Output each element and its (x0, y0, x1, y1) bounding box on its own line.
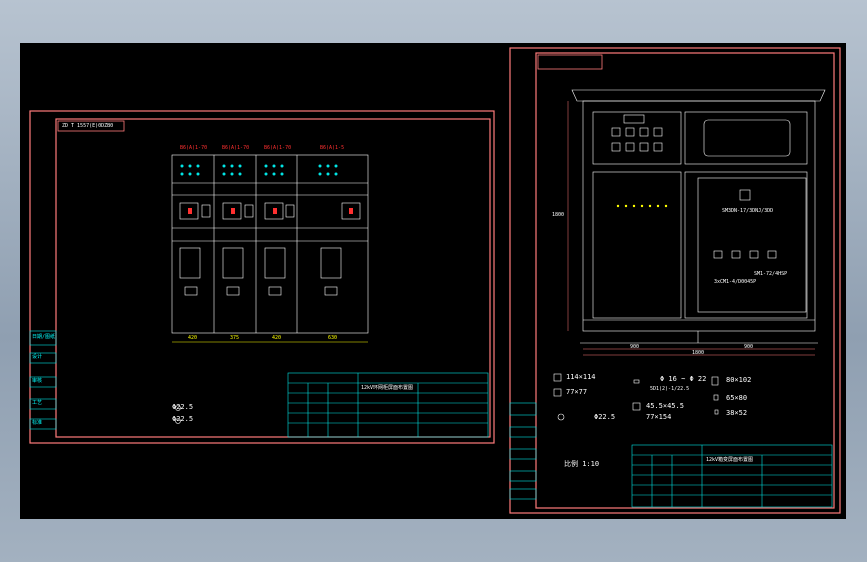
switchgear-elevation (171, 154, 369, 334)
left-strip-label-1: 日期/图纸 (32, 334, 56, 340)
switchgear-viewing-windows (172, 247, 368, 343)
cabinet-top-buttons (611, 114, 663, 152)
cubicle-tag-2: B6(A)1-70 (222, 145, 250, 151)
left-sheet (29, 110, 495, 444)
left-strip-label-3: 审核 (32, 378, 43, 384)
left-strip-label-4: 工艺 (32, 400, 43, 406)
left-sheet-title-tag (57, 120, 125, 132)
switchgear-indicator-lamps (180, 164, 338, 176)
spec-note-2: 5D1(2)-1/22.5 (650, 386, 690, 392)
meter-label-2: SM1-72/4HSP (754, 271, 788, 277)
cabinet-meters (713, 250, 777, 259)
cubicle-width-4: 630 (328, 335, 338, 341)
left-title-block-name: 12kV环网柜屏面布置图 (361, 385, 414, 391)
cutout-legend-symbols (553, 373, 719, 421)
cad-drawing-viewport[interactable]: ZD T 1557(E)0DZB0 B6(A)1-70 B6(A)1-70 B6… (20, 43, 846, 519)
cad-drawing-canvas (29, 47, 841, 514)
cubicle-tag-3: B6(A)1-70 (264, 145, 292, 151)
hole-round-label-1: Φ22.5 (172, 403, 194, 411)
cutout-label-8: Φ22.5 (594, 413, 616, 421)
cabinet-elevation (571, 89, 826, 344)
right-bottom-note: 比例 1:10 (564, 460, 600, 468)
cutout-label-6: 65×80 (726, 394, 748, 402)
cubicle-width-3: 420 (272, 335, 282, 341)
dim-height: 1800 (552, 212, 565, 218)
left-sheet-title: ZD T 1557(E)0DZB0 (62, 123, 114, 129)
right-title-block-name: 12kV箱变屏面布置图 (706, 457, 754, 463)
cabinet-dimension-lines (567, 101, 815, 356)
right-title-block (631, 444, 833, 508)
switchgear-mimic (179, 202, 361, 220)
meter-label-3: 3xCM1-4/D0045P (714, 279, 757, 285)
cutout-label-7: 38×52 (726, 409, 748, 417)
left-side-strip (29, 330, 57, 430)
hole-round-label-2: Φ22.5 (172, 415, 194, 423)
left-strip-label-5: 标准 (32, 420, 43, 426)
cutout-label-3: 45.5×45.5 (646, 402, 684, 410)
right-sheet-outer-frame (509, 47, 841, 514)
switchgear-red-handles (188, 208, 353, 214)
cutout-label-2: 77×77 (566, 388, 588, 396)
right-sheet-inner-frame (535, 52, 835, 509)
cubicle-tag-4: B6(A)1-5 (320, 145, 345, 151)
right-sheet (509, 47, 841, 514)
cutout-label-4: 77×154 (646, 413, 672, 421)
cubicle-width-1: 420 (188, 335, 198, 341)
spec-note: Φ 16 ~ Φ 22 (660, 375, 707, 383)
dim-total: 1800 (692, 350, 705, 356)
left-strip-label-2: 设计 (32, 354, 43, 360)
cutout-label-5: 80×102 (726, 376, 752, 384)
dim-bottom-2: 900 (744, 344, 754, 350)
cubicle-tag-1: B6(A)1-70 (180, 145, 208, 151)
left-sheet-outer-frame (29, 110, 495, 444)
cutout-label-1: 114×114 (566, 373, 596, 381)
dim-bottom-1: 900 (630, 344, 640, 350)
cabinet-lamps (616, 204, 668, 208)
right-sheet-title-tag (537, 54, 603, 70)
right-side-strip (509, 402, 537, 500)
left-title-block (287, 372, 489, 438)
left-hole-symbols (175, 405, 181, 424)
meter-label-1: SM3DN-17/3DNJ/3DD (722, 208, 774, 214)
cubicle-width-2: 375 (230, 335, 240, 341)
left-sheet-inner-frame (55, 118, 491, 438)
